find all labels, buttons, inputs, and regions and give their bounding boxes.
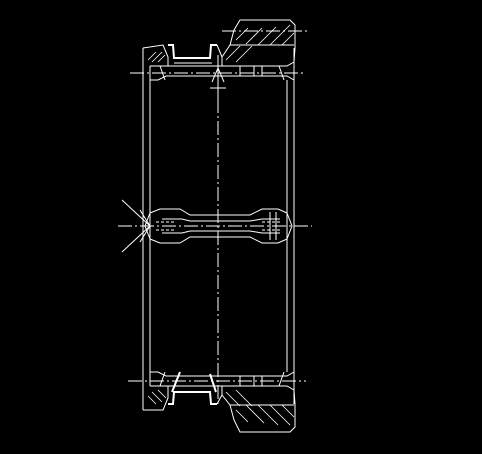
bottom-housing-hatch [225, 389, 295, 426]
bottom-diagonal-mark-left [171, 371, 181, 393]
mid-right-notch [286, 212, 293, 240]
bottom-housing-outline [221, 389, 296, 433]
angle-line-upper [121, 199, 151, 227]
top-raceway-lower [150, 75, 295, 81]
mid-roller-ticks [269, 212, 277, 240]
top-roller-left [159, 65, 166, 81]
top-seal-section [142, 44, 295, 81]
bottom-raceway-upper [150, 371, 295, 377]
top-housing-block [221, 19, 296, 63]
bottom-left-hatch [147, 389, 167, 405]
bottom-raceway-lower [150, 385, 295, 391]
angle-ray-lower [139, 225, 151, 243]
center-lines [118, 30, 312, 405]
mid-dashed-right [262, 221, 282, 231]
bottom-seal-section [143, 371, 295, 411]
bottom-roller-right [278, 371, 285, 387]
angle-ray-upper [139, 209, 151, 227]
top-left-flange [142, 44, 169, 66]
top-housing-hatch [225, 24, 295, 63]
top-left-hatch [147, 51, 166, 63]
mid-upper-contour [149, 208, 288, 216]
mid-left-notch [144, 212, 151, 240]
bottom-roller-left [159, 371, 166, 387]
top-roller-right [278, 65, 285, 81]
top-arrow-marker [210, 66, 226, 100]
bearing-bore [142, 48, 295, 410]
mid-dashed-left [156, 221, 176, 231]
top-raceway-upper [150, 61, 295, 67]
bottom-housing-block [221, 389, 296, 433]
angle-line-lower [121, 225, 151, 253]
left-angle-indicator [121, 199, 151, 253]
mid-inner-lower [162, 230, 280, 234]
mid-lower-contour [149, 236, 288, 244]
bottom-left-flange [143, 386, 169, 411]
top-seal-channel [168, 44, 217, 59]
top-housing-outline [221, 19, 296, 63]
bottom-seal-channel [168, 391, 217, 405]
bottom-diagonal-mark-right [209, 373, 217, 393]
top-roller-ticks [239, 66, 263, 76]
middle-roller-section [144, 208, 293, 244]
bottom-roller-ticks [239, 376, 263, 386]
mid-inner-upper [162, 218, 280, 222]
